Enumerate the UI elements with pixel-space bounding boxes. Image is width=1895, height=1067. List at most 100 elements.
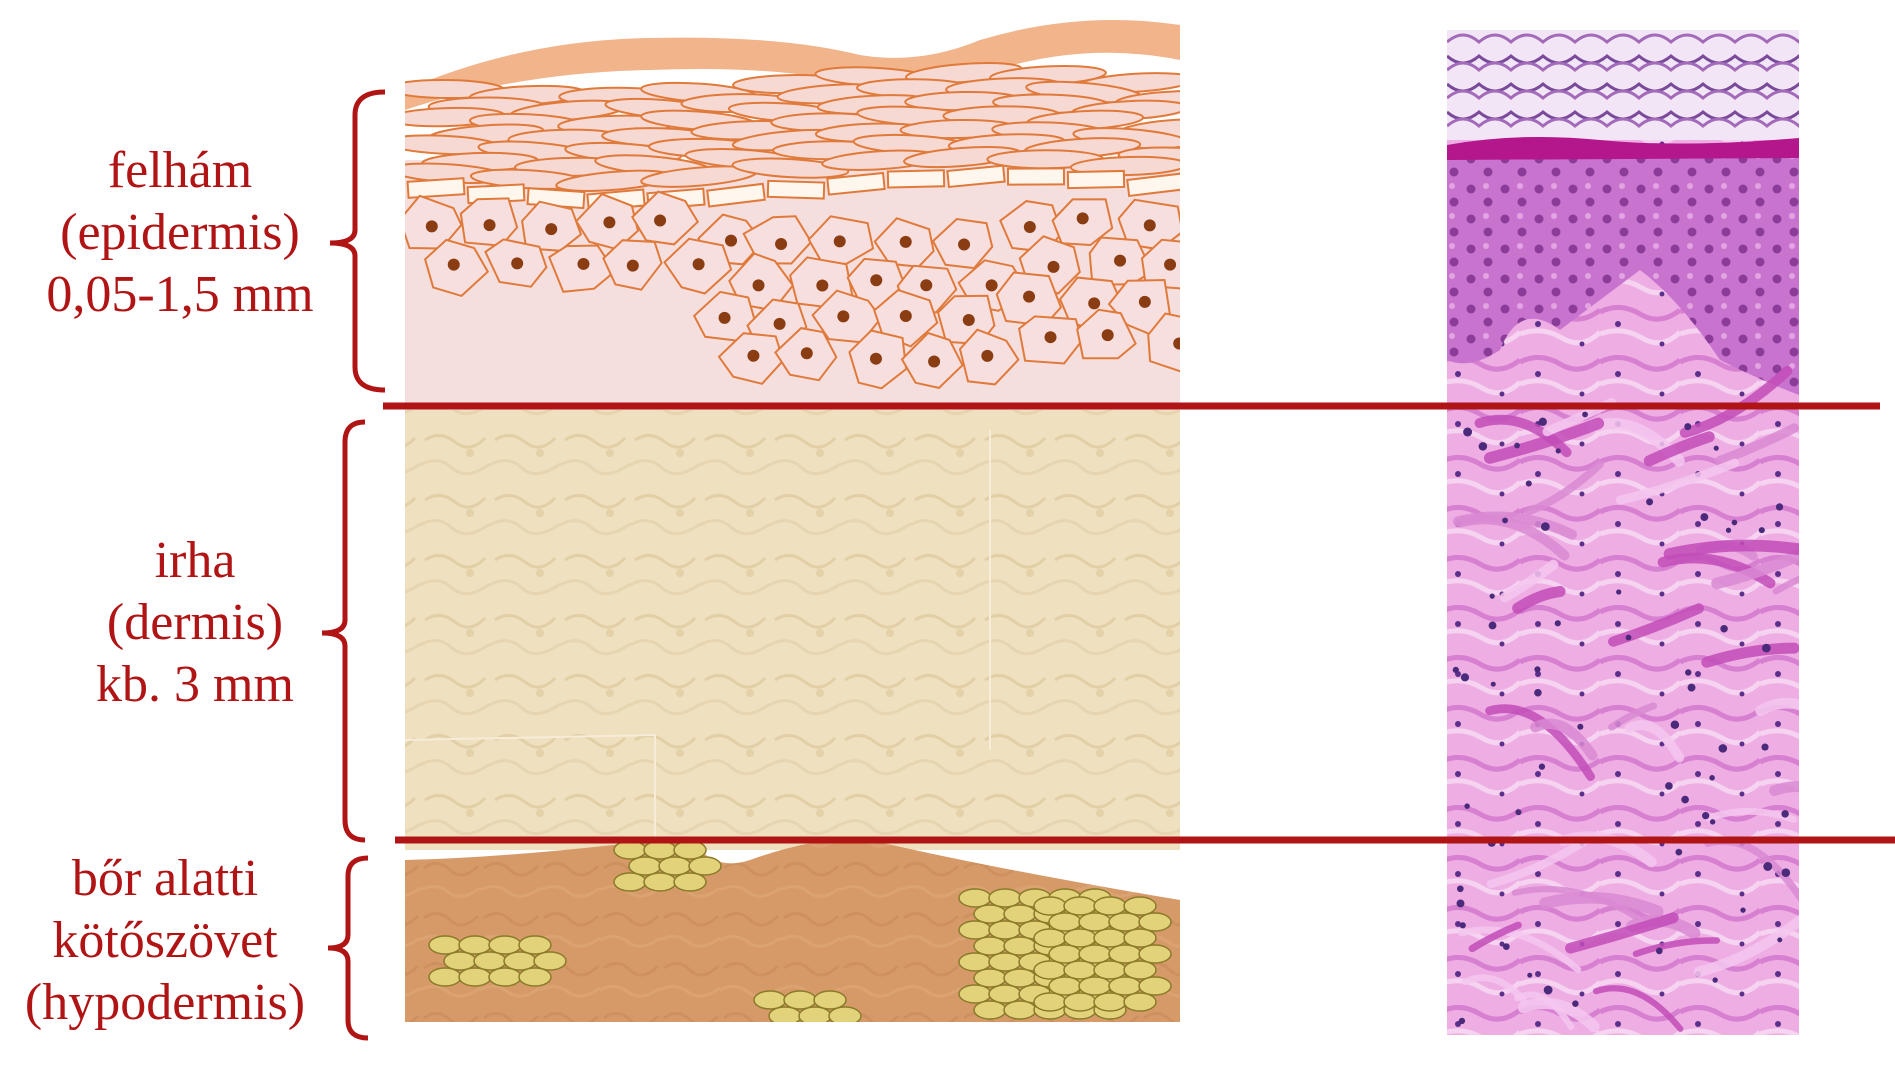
fat-cell (1139, 913, 1171, 931)
fat-cell (754, 1023, 786, 1041)
fat-cell (489, 968, 521, 986)
label-hypodermis-latin: (hypodermis) (0, 972, 330, 1034)
fat-cell (1094, 897, 1126, 915)
fat-cell (974, 905, 1006, 923)
fibroblast-nucleus (1626, 635, 1632, 641)
fat-cell (459, 936, 491, 954)
fat-cell (1124, 929, 1156, 947)
fibroblast-nucleus (1463, 428, 1472, 437)
fat-cell (1094, 929, 1126, 947)
fibroblast-nucleus (1762, 644, 1771, 653)
fibroblast-nucleus (1490, 593, 1495, 598)
cell-nucleus (837, 310, 849, 322)
fibroblast-nucleus (1461, 673, 1469, 681)
fibroblast-nucleus (1514, 443, 1520, 449)
label-dermis: irha (dermis) kb. 3 mm (25, 530, 365, 716)
fat-cell (1034, 961, 1066, 979)
fibroblast-nucleus (1479, 442, 1488, 451)
fat-cell (1064, 961, 1096, 979)
fat-cell (614, 873, 646, 891)
fat-cell (519, 968, 551, 986)
fat-cell (429, 968, 461, 986)
fibroblast-nucleus (1782, 868, 1791, 877)
fat-cell (784, 991, 816, 1009)
label-epidermis: felhám (epidermis) 0,05-1,5 mm (10, 140, 350, 326)
fat-cell (754, 991, 786, 1009)
granular-cell (768, 181, 824, 199)
fibroblast-nucleus (1761, 743, 1768, 750)
fat-cell (1049, 977, 1081, 995)
fat-cell (674, 841, 706, 859)
cell-nucleus (870, 353, 882, 365)
fat-cell (489, 936, 521, 954)
fibroblast-nucleus (1457, 885, 1464, 892)
cell-nucleus (1144, 219, 1156, 231)
fibroblast-nucleus (1459, 1018, 1465, 1024)
fat-cell (614, 841, 646, 859)
fibroblast-nucleus (1714, 446, 1719, 451)
fibroblast-nucleus (1491, 682, 1496, 687)
fat-cell (429, 936, 461, 954)
fat-cell (1064, 897, 1096, 915)
fat-cell (1079, 945, 1111, 963)
fibroblast-nucleus (1453, 667, 1459, 673)
fibroblast-nucleus (1582, 412, 1588, 418)
fat-cell (829, 1007, 861, 1025)
fat-cell (1064, 993, 1096, 1011)
fat-cell (534, 952, 566, 970)
fat-cell (959, 985, 991, 1003)
cell-nucleus (627, 260, 639, 272)
cell-nucleus (958, 239, 970, 251)
fat-cell (1049, 913, 1081, 931)
fat-cell (814, 1023, 846, 1041)
fibroblast-nucleus (1709, 775, 1715, 781)
granular-cell (888, 170, 944, 187)
fat-cell (1109, 913, 1141, 931)
granular-cell (1068, 171, 1124, 188)
fat-cell (989, 953, 1021, 971)
fat-cell (799, 1007, 831, 1025)
label-epidermis-name: felhám (10, 140, 350, 202)
fat-cell (1034, 897, 1066, 915)
cell-nucleus (693, 258, 705, 270)
fat-cell (974, 969, 1006, 987)
fibroblast-nucleus (1700, 513, 1708, 521)
fat-cell (1124, 961, 1156, 979)
fat-cell (1109, 977, 1141, 995)
fat-cell (1064, 929, 1096, 947)
cell-nucleus (426, 220, 438, 232)
fibroblast-nucleus (1544, 986, 1553, 995)
fat-cell (1124, 897, 1156, 915)
fibroblast-nucleus (1539, 763, 1545, 769)
fibroblast-nucleus (1502, 518, 1508, 524)
fat-cell (629, 857, 661, 875)
cell-nucleus (1024, 221, 1036, 233)
label-hypodermis-name: bőr alatti (0, 848, 330, 910)
fibroblast-nucleus (1740, 907, 1745, 912)
fibroblast-nucleus (1671, 720, 1680, 729)
cell-nucleus (654, 215, 666, 227)
cell-nucleus (834, 235, 846, 247)
cell-nucleus (1102, 329, 1114, 341)
fat-cell (1139, 977, 1171, 995)
fat-cell (1004, 937, 1036, 955)
bracket-hypodermis (328, 858, 368, 1038)
fibroblast-nucleus (1646, 498, 1653, 505)
cell-nucleus (775, 238, 787, 250)
cell-nucleus (448, 259, 460, 271)
fibroblast-nucleus (1763, 862, 1772, 871)
cell-nucleus (603, 216, 615, 228)
fat-cell (974, 1001, 1006, 1019)
cell-nucleus (1114, 255, 1126, 267)
fat-cell (504, 952, 536, 970)
fibroblast-nucleus (1460, 922, 1466, 928)
fat-cell (959, 889, 991, 907)
fat-cell (1049, 945, 1081, 963)
fat-cell (1004, 905, 1036, 923)
label-dermis-name: irha (25, 530, 365, 592)
fat-cell (959, 921, 991, 939)
fibroblast-nucleus (1781, 810, 1788, 817)
cell-nucleus (577, 258, 589, 270)
fibroblast-nucleus (1684, 423, 1691, 430)
fat-cell (1079, 913, 1111, 931)
